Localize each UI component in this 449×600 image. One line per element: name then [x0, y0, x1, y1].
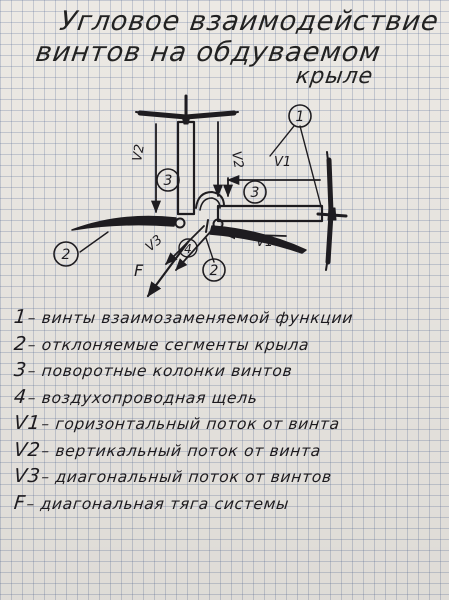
legend-item-3: 3– поворотные колонки винтов: [13, 357, 449, 384]
legend-key: 1: [12, 306, 28, 328]
callout-label-3-right: 3: [251, 185, 260, 201]
callout-circle-2-right: [202, 258, 226, 282]
wing-segment-left: [71, 215, 177, 231]
legend-key: F: [12, 491, 27, 514]
callout-circle-2-left: [53, 241, 79, 267]
legend-key: V3: [12, 465, 42, 487]
legend-item-v2: V2– вертикальный поток от винта: [13, 437, 449, 464]
callout-label-2-right: 2: [210, 263, 219, 279]
callout-leaders: [79, 125, 323, 263]
legend-text: – воздухопроводная щель: [26, 388, 259, 407]
legend-text: – диагональный поток от винтов: [40, 468, 333, 486]
vector-label-v2-right: V2: [228, 150, 246, 170]
legend-text: – диагональная тяга системы: [25, 494, 291, 513]
legend-text: – винты взаимозаменяемой функции: [26, 309, 355, 327]
v1-arrows: [222, 174, 321, 240]
legend-text: – отклоняемые сегменты крыла: [26, 335, 311, 354]
legend-text: – горизонтальный поток от винта: [40, 415, 341, 433]
legend-key: 4: [12, 385, 28, 408]
legend-item-2: 2– отклоняемые сегменты крыла: [13, 331, 449, 358]
vector-label-v1-bottom: V1: [256, 235, 273, 250]
legend-key: V2: [12, 438, 42, 461]
legend-item-4: 4– воздухопроводная щель: [13, 384, 449, 411]
callout-label-3-left: 3: [164, 173, 173, 189]
vector-label-v3: V3: [143, 233, 166, 256]
vertical-propeller-column: [176, 120, 196, 216]
callout-circle-3-left: [156, 168, 180, 192]
legend-key: V1: [12, 412, 42, 434]
legend-item-f: F– диагональная тяга системы: [13, 490, 449, 517]
top-propeller: [135, 94, 239, 125]
vector-label-f: F: [134, 261, 144, 280]
legend-item-v3: V3– диагональный поток от винтов: [13, 463, 449, 490]
v3-f-arrows: [146, 225, 213, 298]
legend-key: 3: [12, 359, 28, 381]
air-duct-gap: [195, 191, 225, 233]
legend-list: 1– винты взаимозаменяемой функции 2– отк…: [13, 304, 449, 517]
legend-item-v1: V1– горизонтальный поток от винта: [13, 410, 449, 437]
callout-circle-4: [178, 238, 198, 258]
v2-arrows: [150, 121, 234, 214]
callout-circle-1: [288, 104, 312, 128]
callout-circle-3-right: [243, 180, 267, 204]
horizontal-propeller-column: [216, 204, 324, 223]
pivot-hub-right: [212, 218, 224, 230]
callout-label-2-left: 2: [62, 247, 71, 263]
vector-label-v2-left: V2: [130, 143, 148, 163]
legend-key: 2: [12, 332, 28, 355]
right-propeller: [316, 151, 348, 271]
legend-text: – поворотные колонки винтов: [26, 362, 294, 380]
callout-label-4: 4: [184, 242, 192, 256]
vector-label-v1-top: V1: [274, 155, 291, 170]
legend-item-1: 1– винты взаимозаменяемой функции: [13, 304, 449, 331]
legend-text: – вертикальный поток от винта: [40, 441, 322, 460]
callout-label-1: 1: [296, 109, 305, 125]
pivot-hub-left: [174, 217, 186, 229]
